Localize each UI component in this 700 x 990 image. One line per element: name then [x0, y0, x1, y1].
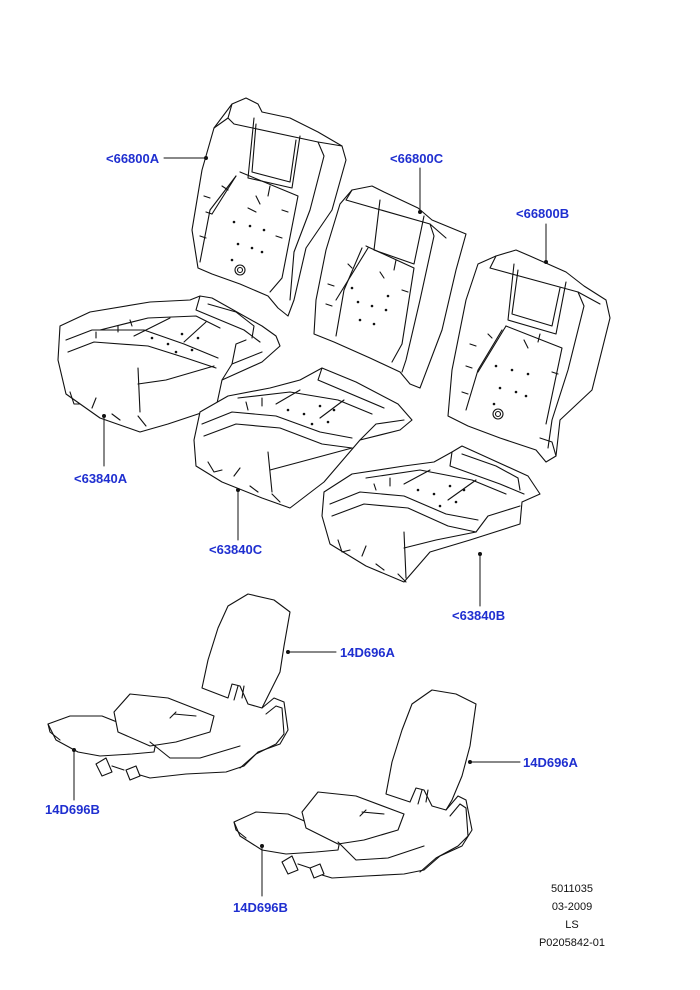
drawing-date: 03-2009 — [551, 901, 593, 913]
drawing-code: 5011035 — [550, 883, 593, 895]
callout-63840c[interactable]: <63840C — [209, 542, 263, 557]
heater-mat-cushion-1[interactable] — [47, 693, 289, 781]
backrest-frame-c[interactable] — [313, 185, 467, 389]
callout-63840b[interactable]: <63840B — [452, 608, 506, 623]
callout-14d696b-1[interactable]: 14D696B — [45, 802, 100, 817]
seat-cushion-frame-b[interactable] — [321, 445, 541, 583]
seat-cushion-frame-a[interactable] — [57, 295, 281, 433]
callout-66800a[interactable]: <66800A — [106, 151, 160, 166]
drawing-ref: P0205842-01 — [538, 937, 606, 949]
backrest-frame-b[interactable] — [447, 249, 611, 463]
callout-14d696a-1[interactable]: 14D696A — [340, 645, 395, 660]
heater-mat-backrest-1[interactable] — [201, 593, 291, 709]
drawing-reference-block: 5011035 03-2009 LS P0205842-01 — [512, 880, 632, 952]
backrest-frame-a[interactable] — [191, 97, 347, 317]
leader-lines — [73, 157, 547, 897]
callout-63840a[interactable]: <63840A — [74, 471, 128, 486]
callout-14d696b-2[interactable]: 14D696B — [233, 900, 288, 915]
seat-cushion-frame-c[interactable] — [193, 367, 413, 509]
callout-66800c[interactable]: <66800C — [390, 151, 444, 166]
leader-dots — [72, 156, 548, 848]
heater-mat-backrest-2[interactable] — [385, 689, 477, 811]
heater-mat-cushion-2[interactable] — [233, 791, 473, 879]
callout-14d696a-2[interactable]: 14D696A — [523, 755, 578, 770]
drawing-suffix: LS — [565, 919, 579, 931]
callout-66800b[interactable]: <66800B — [516, 206, 570, 221]
